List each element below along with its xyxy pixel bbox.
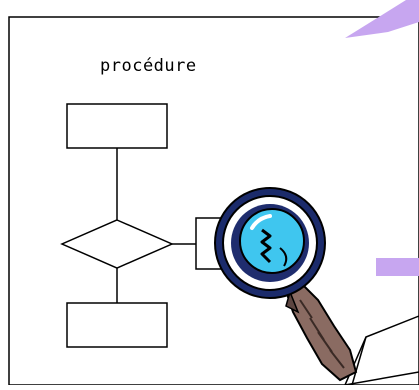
- decision-diamond: [60, 219, 174, 269]
- process-box-bottom: [66, 302, 168, 348]
- process-box-top: [66, 103, 168, 149]
- procedure-label: procédure: [100, 56, 197, 76]
- page-curl-icon: [343, 315, 419, 386]
- arrow-icon: [345, 0, 419, 38]
- arrow-bar: [376, 258, 419, 276]
- magnifying-glass-icon: [214, 187, 358, 382]
